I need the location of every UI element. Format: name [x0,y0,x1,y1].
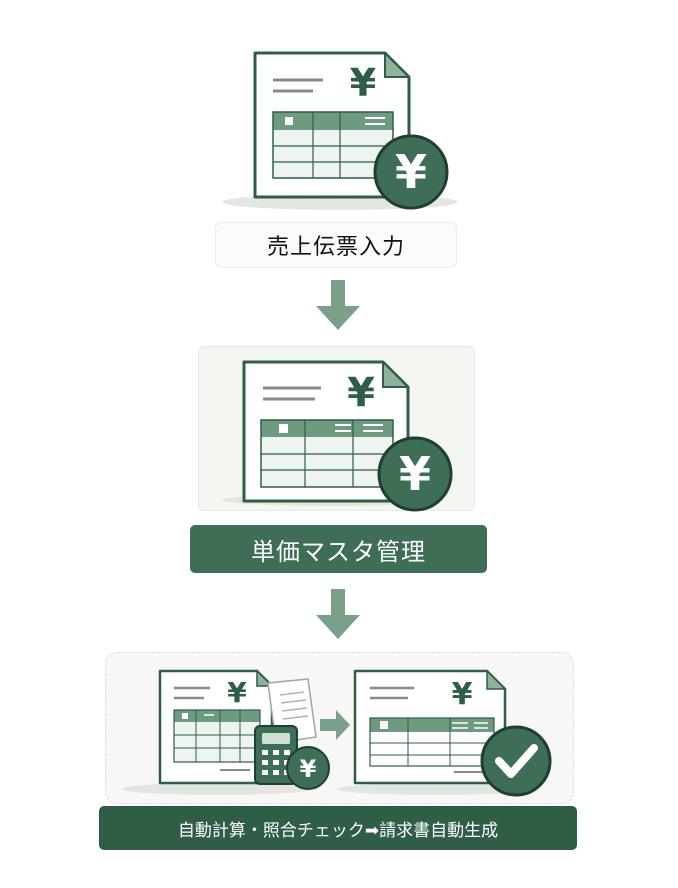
down-arrow-icon [316,280,360,330]
step2-label: 単価マスタ管理 [190,525,487,573]
step3-label: 自動計算・照合チェック➡請求書自動生成 [99,806,577,850]
step3-label-text: 自動計算・照合チェック➡請求書自動生成 [177,820,499,841]
step3-calculation-icon: ¥ ¥ [122,669,552,797]
step1-label: 売上伝票入力 [215,222,457,268]
svg-text:¥: ¥ [227,676,247,709]
step1-label-text: 売上伝票入力 [266,235,405,260]
svg-text:¥: ¥ [399,447,431,501]
yen-symbol: ¥ [350,61,376,105]
svg-text:¥: ¥ [347,370,375,416]
step1-invoice-icon: ¥ ¥ [222,51,458,210]
svg-text:¥: ¥ [300,755,317,783]
svg-text:¥: ¥ [452,677,473,712]
down-arrow-icon [316,589,360,639]
svg-text:¥: ¥ [395,145,427,199]
step2-label-text: 単価マスタ管理 [251,537,426,566]
step2-invoice-icon: ¥ ¥ [223,360,453,512]
